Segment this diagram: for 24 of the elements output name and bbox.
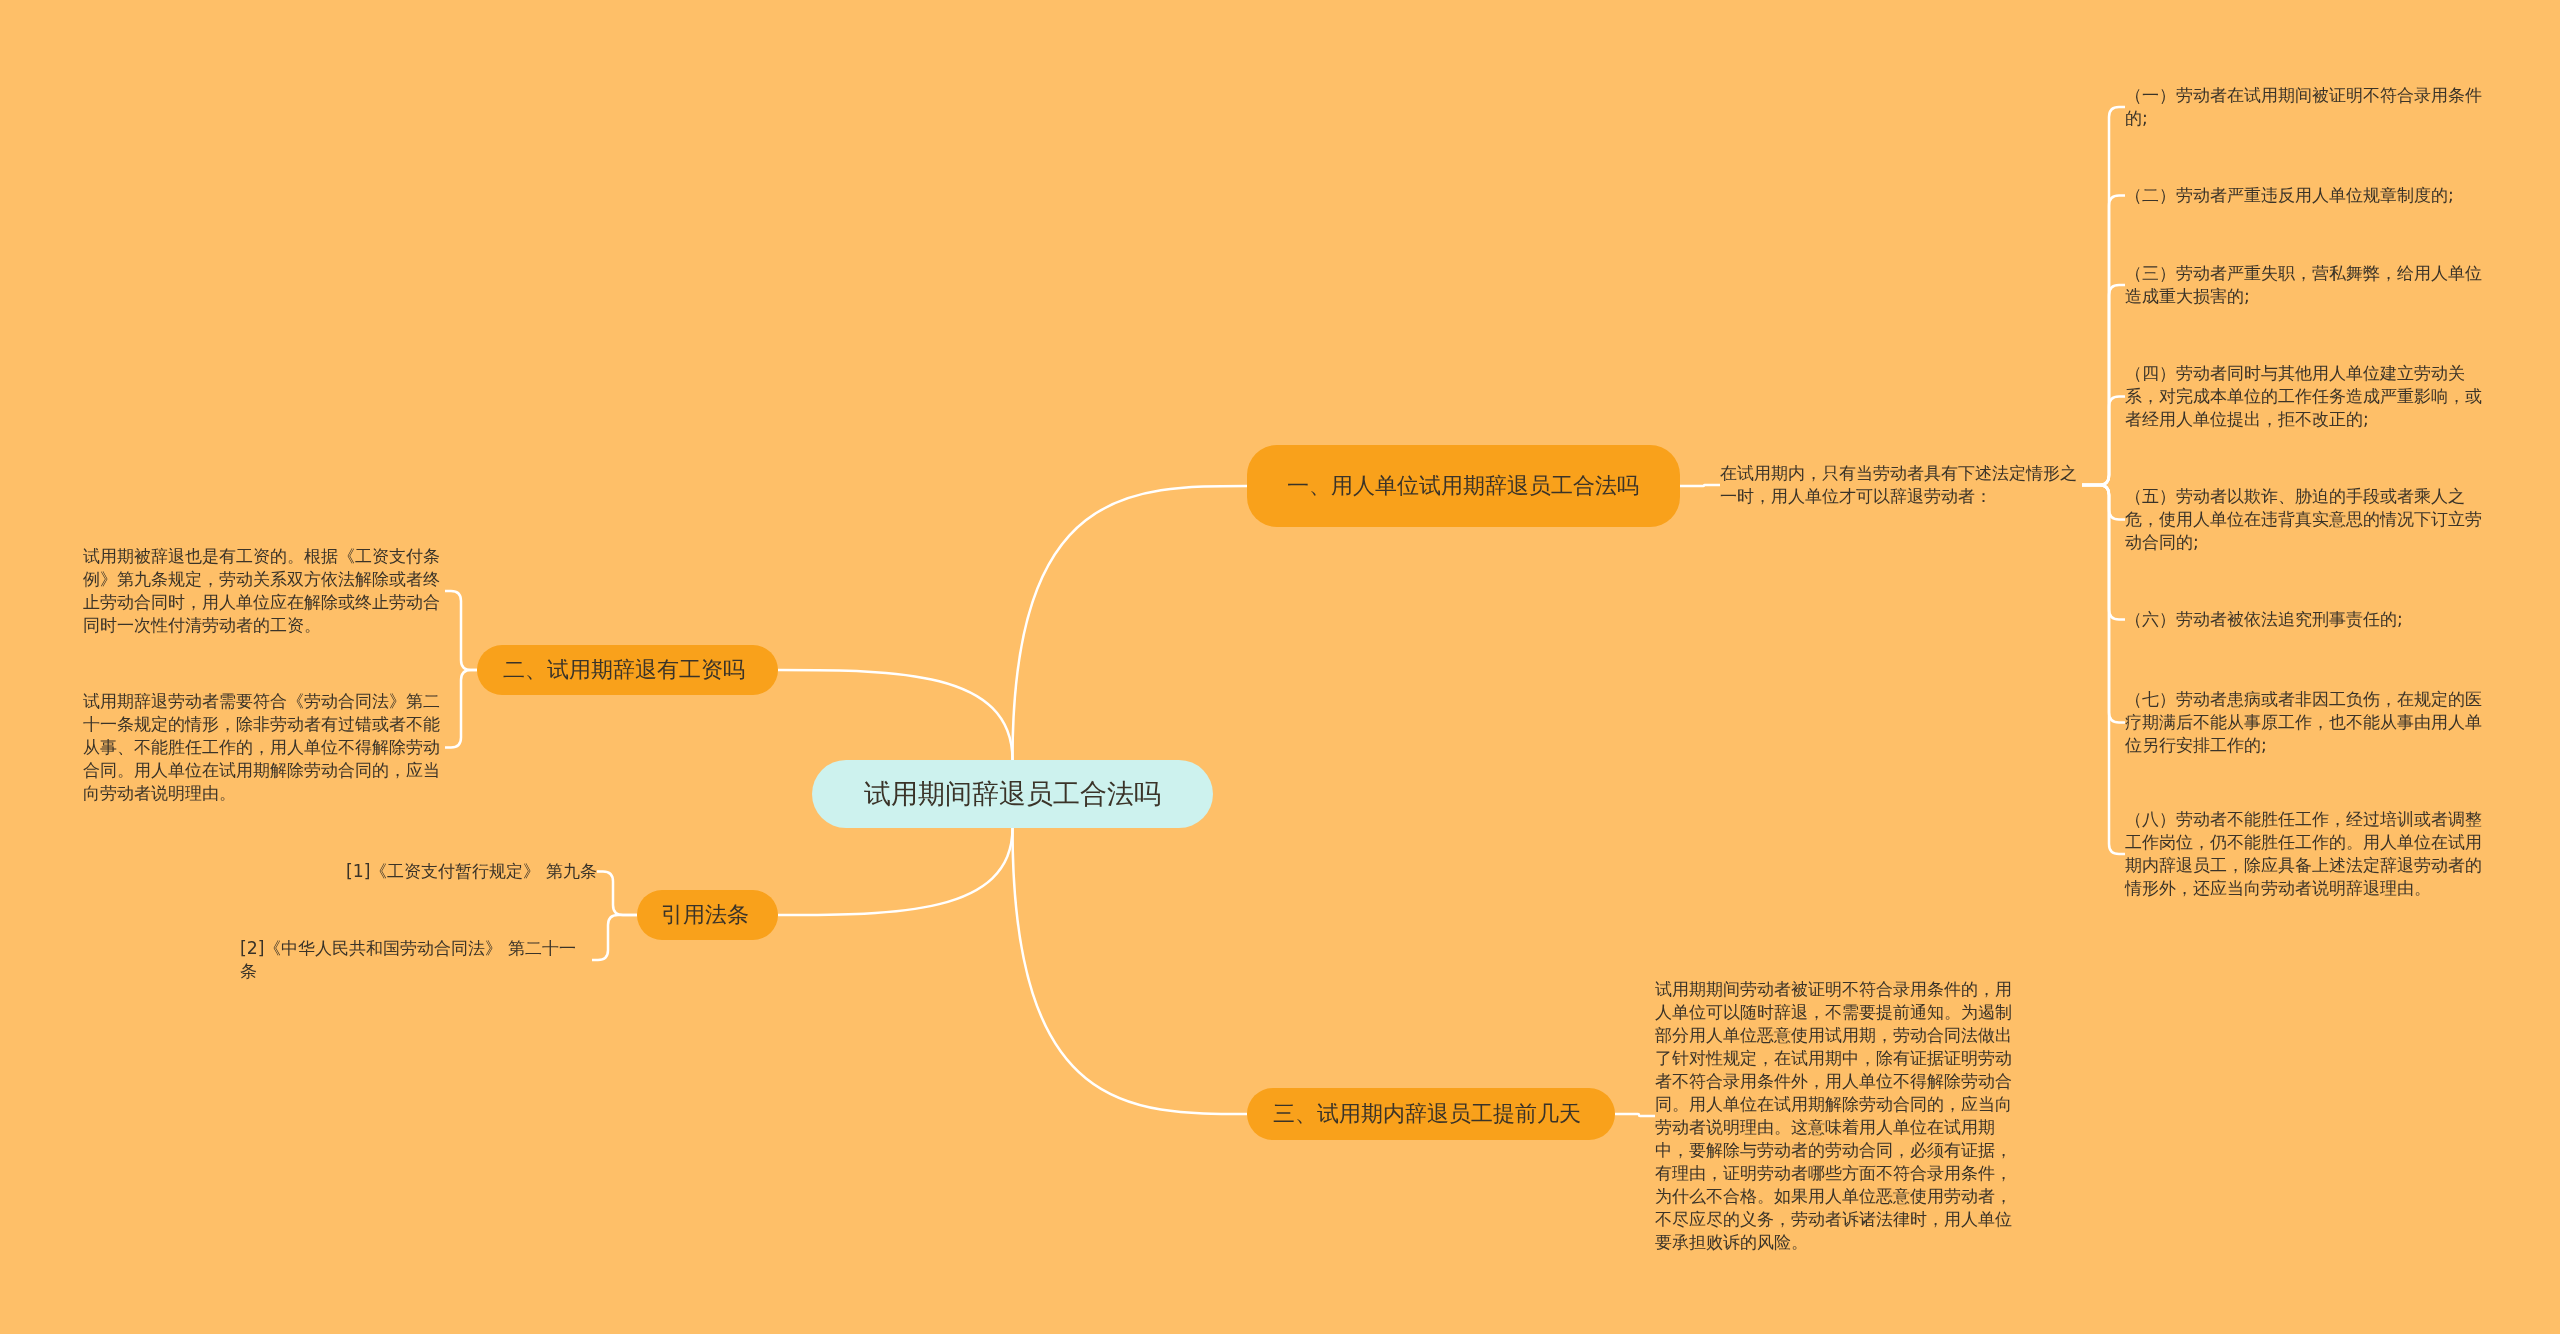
note-text: （六）劳动者被依法追究刑事责任的; [2125,608,2487,631]
topic-box: 二、试用期辞退有工资吗 [477,645,778,695]
note-text: （八）劳动者不能胜任工作，经过培训或者调整工作岗位，仍不能胜任工作的。用人单位在试用期内辞退员工，除应具备上述法定辞退劳动者的情形外，还应当向劳动者说明辞退理由。 [2125,808,2487,900]
note-text: 试用期被辞退也是有工资的。根据《工资支付条例》第九条规定，劳动关系双方依法解除或者终止劳动合同时，用人单位应在解除或终止劳动合同时一次性付清劳动者的工资。 [83,545,445,637]
connector-line [1615,1112,1655,1118]
note-text: 试用期辞退劳动者需要符合《劳动合同法》第二十一条规定的情形，除非劳动者有过错或者不能从事、不能胜任工作的，用人单位不得解除劳动合同。用人单位在试用期解除劳动合同的，应当向劳动者说明理由。 [83,690,445,805]
topic-box: 一、用人单位试用期辞退员工合法吗 [1247,445,1680,527]
connector-line [778,668,1014,761]
note-text: （一）劳动者在试用期间被证明不符合录用条件的; [2125,84,2487,130]
note-text: [2]《中华人民共和国劳动合同法》 第二十一条 [240,937,592,983]
connector-line [1680,483,1720,488]
note-text: （三）劳动者严重失职，营私舞弊，给用人单位造成重大损害的; [2125,262,2487,308]
note-text: 在试用期内，只有当劳动者具有下述法定情形之一时，用人单位才可以辞退劳动者： [1720,462,2082,508]
note-text: （五）劳动者以欺诈、胁迫的手段或者乘人之危，使用人单位在违背真实意思的情况下订立劳动合同的; [2125,485,2487,554]
note-text: （七）劳动者患病或者非因工负伤，在规定的医疗期满后不能从事原工作，也不能从事由用人单位另行安排工作的; [2125,688,2487,757]
note-text: 试用期期间劳动者被证明不符合录用条件的，用人单位可以随时辞退，不需要提前通知。为遏制部分用人单位恶意使用试用期，劳动合同法做出了针对性规定，在试用期中，除有证据证明劳动者不符合录用条件外，用人单位不得解除劳动合同。用人单位在试用期解除劳动合同的，应当向劳动者说明理由。这意味着用人单位在试用期中，要解除与劳动者的劳动合同，必须有证据，有理由，证明劳动者哪些方面不符合录用条件，为什么不合格。如果用人单位恶意使用劳动者，不尽应尽的义务，劳动者诉诸法律时，用人单位要承担败诉的风险。 [1655,978,2013,1254]
connector-line [592,913,637,962]
note-text: （四）劳动者同时与其他用人单位建立劳动关系，对完成本单位的工作任务造成严重影响，或者经用人单位提出，拒不改正的; [2125,362,2487,431]
note-text: [1]《工资支付暂行规定》 第九条 [300,860,597,883]
connector-line [1011,827,1247,1116]
topic-box: 三、试用期内辞退员工提前几天 [1247,1088,1615,1140]
topic-box: 引用法条 [637,890,778,940]
central-topic: 试用期间辞退员工合法吗 [812,760,1213,828]
note-text: （二）劳动者严重违反用人单位规章制度的; [2125,184,2487,207]
